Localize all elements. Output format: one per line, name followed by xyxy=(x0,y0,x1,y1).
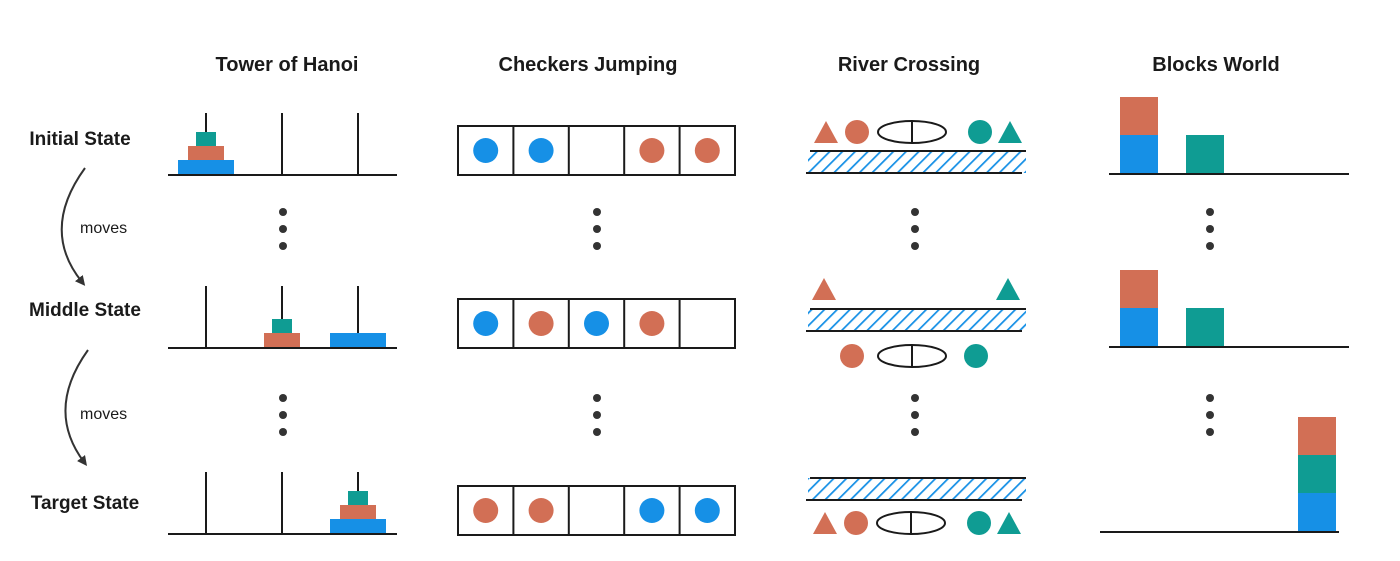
hanoi-state-target xyxy=(168,472,397,535)
checkers-board xyxy=(457,125,736,176)
row-label-middle-state: Middle State xyxy=(29,300,141,321)
ellipsis-dot xyxy=(911,225,919,233)
checker-blue xyxy=(694,498,720,523)
hanoi-disk-orange xyxy=(264,333,300,347)
hanoi-state-middle xyxy=(168,286,397,349)
ellipsis-dot xyxy=(593,394,601,402)
moves-arrow-icon xyxy=(64,349,89,467)
teal-circle-icon xyxy=(967,511,991,535)
ellipsis-dot xyxy=(911,394,919,402)
ellipsis-dot xyxy=(911,428,919,436)
checker-orange xyxy=(528,311,554,336)
teal-circle-icon xyxy=(964,344,988,368)
checkers-board xyxy=(457,485,736,536)
checker-orange xyxy=(694,138,720,163)
ellipsis-dot xyxy=(593,428,601,436)
ellipsis-dot xyxy=(279,242,287,250)
block-blue xyxy=(1120,308,1158,346)
column-title-checkers-jumping: Checkers Jumping xyxy=(499,54,678,76)
orange-circle-icon xyxy=(840,344,864,368)
column-title-river-crossing: River Crossing xyxy=(838,54,980,76)
teal-circle-icon xyxy=(968,120,992,144)
river-water xyxy=(808,309,1026,331)
ellipsis-dot xyxy=(279,411,287,419)
row-label-initial-state: Initial State xyxy=(29,129,130,150)
hanoi-disk-blue xyxy=(330,519,386,533)
hanoi-disk-orange xyxy=(340,505,376,519)
block-blue xyxy=(1120,135,1158,173)
moves-arrow-icon xyxy=(60,167,86,286)
hanoi-disk-orange xyxy=(188,146,224,160)
hanoi-disk-blue xyxy=(178,160,234,174)
teal-triangle-icon xyxy=(998,121,1022,143)
checker-blue xyxy=(584,311,609,336)
block-blue xyxy=(1298,493,1336,531)
moves-label: moves xyxy=(80,406,127,423)
moves-label: moves xyxy=(80,220,127,237)
teal-triangle-icon xyxy=(996,278,1020,300)
hanoi-disk-teal xyxy=(196,132,216,146)
checker-blue xyxy=(528,138,554,163)
ellipsis-dot xyxy=(279,225,287,233)
column-title-tower-of-hanoi: Tower of Hanoi xyxy=(216,54,359,76)
orange-triangle-icon xyxy=(814,121,838,143)
river-water xyxy=(808,151,1026,173)
block-orange xyxy=(1120,270,1158,308)
ellipsis-dot xyxy=(1206,225,1214,233)
block-orange xyxy=(1298,417,1336,455)
block-orange xyxy=(1120,97,1158,135)
row-label-target-state: Target State xyxy=(31,493,139,514)
ellipsis-dot xyxy=(1206,208,1214,216)
checkers-state-initial xyxy=(457,125,736,176)
river-state-target xyxy=(806,477,1026,535)
blocks-state-middle xyxy=(1109,270,1349,348)
ellipsis-dot xyxy=(1206,411,1214,419)
blocks-state-initial xyxy=(1109,97,1349,175)
ellipsis-dot xyxy=(1206,394,1214,402)
block-teal xyxy=(1186,308,1224,346)
river-water xyxy=(808,478,1026,500)
block-teal xyxy=(1298,455,1336,493)
diagram-content xyxy=(168,97,1349,536)
hanoi-state-initial xyxy=(168,113,397,176)
checker-blue xyxy=(639,498,665,523)
ellipsis-dot xyxy=(911,411,919,419)
orange-triangle-icon xyxy=(812,278,836,300)
ellipsis-dot xyxy=(911,242,919,250)
hanoi-disk-teal xyxy=(348,491,368,505)
checkers-state-target xyxy=(457,485,736,536)
block-teal xyxy=(1186,135,1224,173)
ellipsis-dot xyxy=(593,242,601,250)
ellipsis-dot xyxy=(593,411,601,419)
orange-triangle-icon xyxy=(813,512,837,534)
blocks-state-target xyxy=(1100,417,1339,533)
checker-blue xyxy=(473,311,499,336)
teal-triangle-icon xyxy=(997,512,1021,534)
checker-orange xyxy=(528,498,554,523)
ellipsis-dot xyxy=(1206,428,1214,436)
column-title-blocks-world: Blocks World xyxy=(1152,54,1279,76)
ellipsis-dot xyxy=(279,428,287,436)
hanoi-disk-teal xyxy=(272,319,292,333)
river-state-initial xyxy=(806,120,1026,174)
ellipsis-dot xyxy=(593,225,601,233)
ellipsis-dot xyxy=(279,208,287,216)
checker-blue xyxy=(473,138,499,163)
ellipsis-dot xyxy=(1206,242,1214,250)
orange-circle-icon xyxy=(845,120,869,144)
checker-orange xyxy=(473,498,499,523)
river-state-middle xyxy=(806,278,1026,368)
ellipsis-dot xyxy=(279,394,287,402)
checkers-state-middle xyxy=(457,298,736,349)
ellipsis-dot xyxy=(911,208,919,216)
checker-orange xyxy=(639,138,665,163)
hanoi-disk-blue xyxy=(330,333,386,347)
ellipsis-dot xyxy=(593,208,601,216)
orange-circle-icon xyxy=(844,511,868,535)
checker-orange xyxy=(639,311,665,336)
